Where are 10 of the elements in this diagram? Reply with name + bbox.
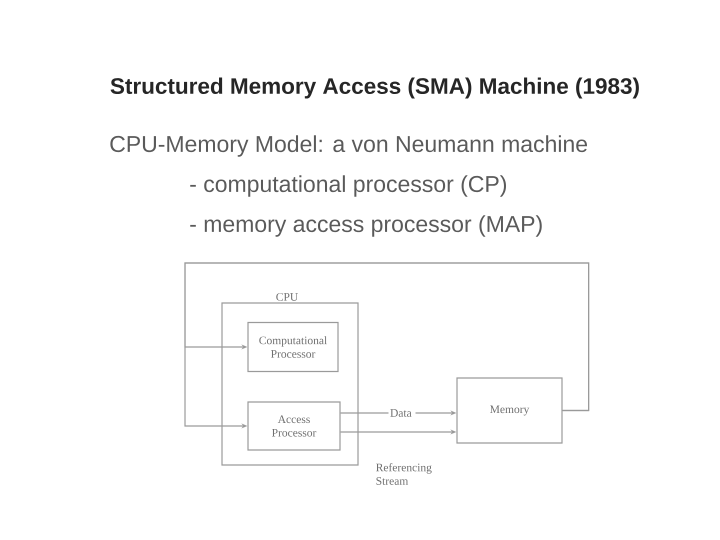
title: Structured Memory Access (SMA) Machine (1983) <box>110 78 639 98</box>
process-box: Computational Processor <box>247 322 339 372</box>
text-line: - memory access processor (MAP) <box>190 215 542 237</box>
process-box: Memory <box>456 377 563 444</box>
text-line: - computational processor (CP) <box>190 175 506 197</box>
text-line: CPU-Memory Model: a von Neumann machine <box>110 135 588 157</box>
process-box: Access Processor <box>247 401 341 451</box>
box-heading: CPU <box>276 293 298 301</box>
edge-label: Data <box>388 408 416 418</box>
edge-label: Referencing Stream <box>376 463 432 485</box>
